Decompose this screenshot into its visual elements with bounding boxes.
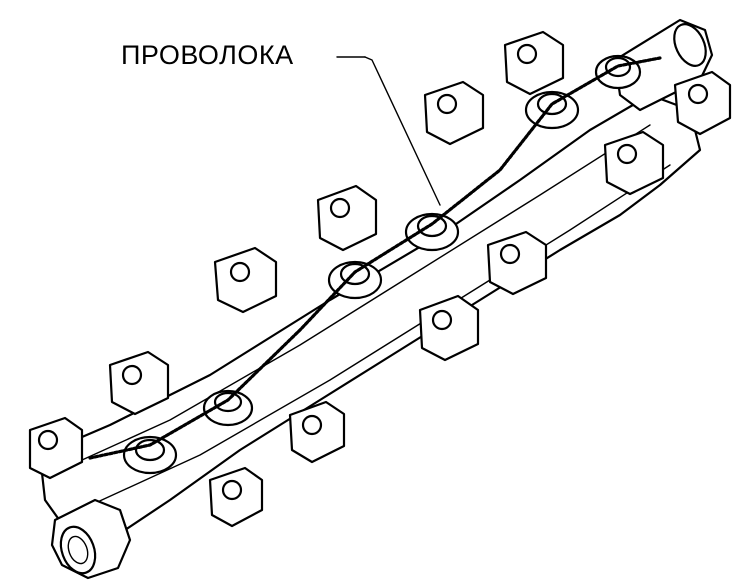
end-cap-bottom-left [50, 498, 132, 580]
shaft-body [38, 93, 702, 542]
callout-leader [336, 56, 441, 206]
locking-wire [88, 56, 662, 460]
mounting-bosses [28, 30, 732, 528]
wire-callout-label: ПРОВОЛОКА [121, 40, 294, 70]
end-cap-top-right [613, 18, 714, 112]
